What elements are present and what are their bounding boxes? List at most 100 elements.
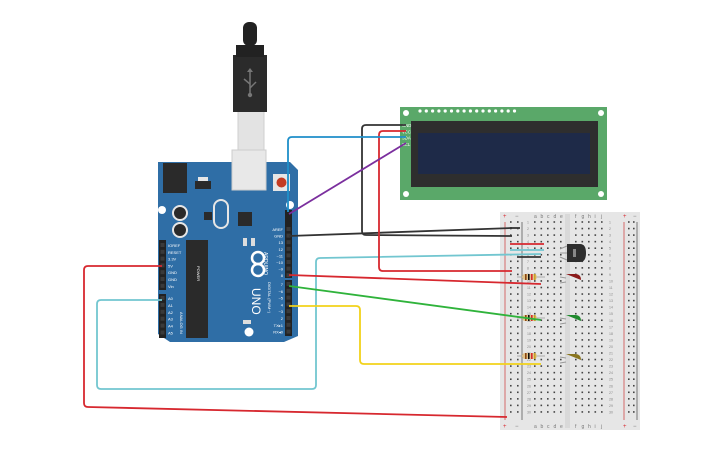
bb-row-number: 1: [527, 221, 529, 225]
header-pin[interactable]: [160, 283, 165, 288]
bb-row-number: 2: [609, 227, 611, 231]
bb-row-number: 1: [609, 221, 611, 225]
green-led[interactable]: [559, 315, 581, 325]
header-pin[interactable]: [160, 243, 165, 247]
header-pin[interactable]: [286, 288, 291, 293]
bb-row-number: 22: [609, 358, 613, 362]
digital-pin-rx0: RX◂0: [273, 330, 284, 335]
bb-col-label: a: [534, 424, 537, 430]
usb-port: [231, 149, 267, 191]
header-pin[interactable]: [286, 246, 291, 251]
header-pin[interactable]: [286, 302, 291, 307]
header-pin[interactable]: [286, 329, 291, 334]
usb-icon: [243, 68, 257, 98]
bb-col-label: a: [534, 214, 537, 220]
reset-button[interactable]: [273, 174, 290, 191]
header-pin[interactable]: [160, 249, 165, 254]
header-pin[interactable]: [286, 233, 291, 238]
bb-row-number: 3: [609, 234, 611, 238]
bb-row-number: 20: [609, 345, 613, 349]
header-pin[interactable]: [286, 309, 291, 314]
bb-col-label: e: [560, 424, 563, 430]
bb-col-label: c: [547, 214, 550, 220]
wire-lcd-scl[interactable]: [288, 142, 407, 215]
bb-row-number: 28: [527, 397, 531, 401]
bb-row-number: 2: [527, 227, 529, 231]
header-pin[interactable]: [286, 316, 291, 320]
header-pin[interactable]: [286, 282, 291, 286]
bb-row-number: 27: [527, 391, 531, 395]
yellow-led[interactable]: [559, 354, 581, 364]
header-pin[interactable]: [160, 296, 165, 300]
header-pin[interactable]: [160, 270, 165, 275]
digital-pin-5: ~5: [278, 296, 283, 301]
resistor[interactable]: [517, 274, 545, 280]
header-pin[interactable]: [160, 263, 165, 268]
digital-pin-6: ~6: [278, 289, 283, 294]
atmega-chip: [186, 240, 208, 338]
header-pin[interactable]: [286, 273, 291, 278]
bb-col-label: d: [554, 214, 557, 220]
bb-row-number: 7: [609, 260, 611, 264]
bb-row-number: 19: [609, 338, 613, 342]
wire-a0[interactable]: [96, 253, 542, 390]
header-pin[interactable]: [286, 260, 291, 264]
analog-pin-a3: A3: [168, 317, 174, 322]
header-pin[interactable]: [286, 295, 291, 300]
bb-row-number: 19: [527, 338, 531, 342]
bb-row-number: 12: [609, 293, 613, 297]
usb-cable[interactable]: [233, 22, 267, 153]
header-pin[interactable]: [160, 316, 165, 321]
lcd-screen: [418, 133, 590, 174]
bb-row-number: 4: [609, 240, 611, 244]
header-pin[interactable]: [160, 302, 165, 307]
bb-row-number: 23: [609, 365, 613, 369]
rail-label: −: [515, 424, 519, 430]
header-pin[interactable]: [286, 227, 291, 231]
wire-8[interactable]: [288, 274, 542, 285]
bb-col-label: f: [575, 214, 577, 220]
header-pin[interactable]: [286, 322, 291, 327]
resistor[interactable]: [517, 353, 545, 359]
header-pin[interactable]: [286, 240, 291, 245]
wire-lcd-sda[interactable]: [287, 136, 406, 212]
header-pin[interactable]: [160, 330, 165, 335]
wire-lcd-gnd[interactable]: [361, 124, 513, 237]
digital-pin-10: ~10: [276, 260, 284, 265]
digital-header-lower[interactable]: [285, 280, 292, 336]
header-pin[interactable]: [286, 266, 291, 271]
red-led[interactable]: [559, 274, 581, 284]
wire-7[interactable]: [288, 285, 542, 321]
bb-row-number: 14: [609, 306, 613, 310]
rail-label: +: [623, 424, 627, 430]
rail-label: −: [633, 424, 637, 430]
bb-col-label: h: [588, 214, 591, 220]
digital-pin-3: ~3: [278, 309, 283, 314]
analog-header[interactable]: [159, 294, 166, 338]
temperature-sensor[interactable]: [559, 244, 586, 262]
header-pin[interactable]: [286, 253, 291, 258]
wire-5v[interactable]: [83, 265, 508, 418]
digital-pin-9: ~9: [278, 267, 283, 272]
bb-row-number: 11: [527, 286, 531, 290]
bb-col-label: e: [560, 214, 563, 220]
bb-col-label: g: [582, 424, 585, 430]
arduino-uno-board[interactable]: ARDUINO UNO POWER ANALOG IN DIGITAL (PWM…: [158, 149, 298, 342]
analog-pin-a4: A4: [168, 324, 174, 329]
bb-row-number: 25: [527, 378, 531, 382]
digital-pin-11: ~11: [277, 253, 284, 258]
wire-gnd[interactable]: [288, 227, 513, 237]
bb-col-label: b: [541, 424, 544, 430]
wire-4[interactable]: [289, 305, 541, 365]
analog-pin-a0: A0: [168, 296, 174, 301]
bb-row-number: 10: [609, 279, 613, 283]
header-pin[interactable]: [160, 277, 165, 281]
wire-lcd-vcc[interactable]: [378, 130, 512, 272]
header-pin[interactable]: [160, 323, 165, 328]
digital-pin-aref: AREF: [272, 227, 283, 232]
bb-row-number: 26: [609, 384, 613, 388]
header-pin[interactable]: [160, 256, 165, 261]
header-pin[interactable]: [160, 309, 165, 314]
